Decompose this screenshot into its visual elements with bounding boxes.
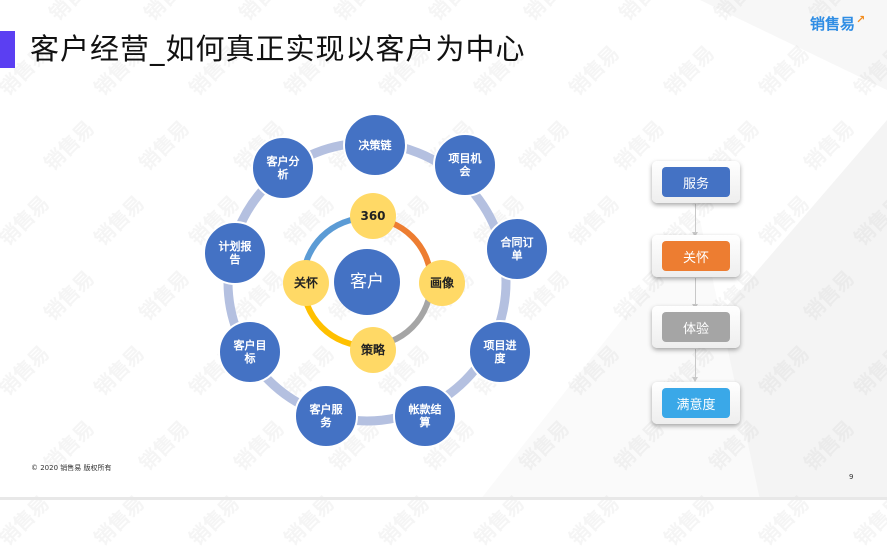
inner-node-portrait[interactable]: 画像 [419, 260, 465, 306]
flow-step-label: 满意度 [662, 388, 730, 418]
outer-node-decision-chain[interactable]: 决策链 [343, 113, 407, 177]
outer-node-project-progress[interactable]: 项目进度 [468, 320, 532, 384]
outer-node-account-settlement[interactable]: 帐款结算 [393, 384, 457, 448]
logo-text: 销售易 [810, 15, 856, 33]
outer-node-customer-analysis[interactable]: 客户分析 [251, 136, 315, 200]
page-number: 9 [849, 473, 854, 481]
flow-connector [695, 204, 696, 234]
page-title: 客户经营_如何真正实现以客户为中心 [30, 32, 526, 66]
arrow-down-icon [692, 377, 698, 382]
outer-node-plan-report[interactable]: 计划报告 [203, 221, 267, 285]
arrow-up-right-icon: ↗ [856, 13, 866, 26]
title-accent-bar [0, 31, 15, 68]
arrow-down-icon [692, 232, 698, 237]
outer-node-customer-service[interactable]: 客户服务 [294, 384, 358, 448]
flow-connector [695, 278, 696, 306]
center-node-customer[interactable]: 客户 [334, 249, 400, 315]
inner-node-360[interactable]: 360 [350, 193, 396, 239]
flow-step-care[interactable]: 关怀 [652, 235, 740, 277]
flow-step-satisfaction[interactable]: 满意度 [652, 382, 740, 424]
bottom-divider [0, 497, 887, 500]
outer-node-customer-goal[interactable]: 客户目标 [218, 320, 282, 384]
flow-step-label: 服务 [662, 167, 730, 197]
copyright-text: © 2020 销售易 版权所有 [31, 464, 112, 472]
inner-node-care[interactable]: 关怀 [283, 260, 329, 306]
flow-step-service[interactable]: 服务 [652, 161, 740, 203]
flow-step-experience[interactable]: 体验 [652, 306, 740, 348]
flow-connector [695, 349, 696, 379]
outer-node-project-opportunity[interactable]: 项目机会 [433, 133, 497, 197]
flow-step-label: 关怀 [662, 241, 730, 271]
brand-logo: 销售易↗ [810, 13, 865, 34]
inner-node-strategy[interactable]: 策略 [350, 327, 396, 373]
flow-step-label: 体验 [662, 312, 730, 342]
outer-node-contract-order[interactable]: 合同订单 [485, 217, 549, 281]
